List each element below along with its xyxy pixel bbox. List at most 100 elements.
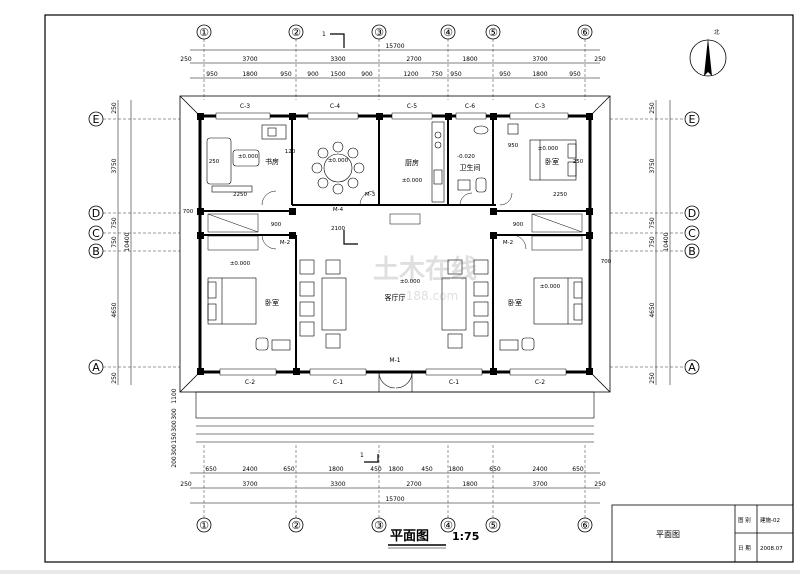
- axis-labels-top: ① ② ③ ④ ⑤ ⑥: [199, 26, 590, 39]
- window-label: C-1: [449, 379, 459, 386]
- dim-text: 2100: [331, 226, 345, 232]
- dim-text: 2400: [242, 466, 257, 473]
- level-mark: ±0.000: [400, 279, 421, 285]
- door-label: M-3: [365, 192, 376, 198]
- axis-lines: [103, 39, 685, 518]
- dim-text: 1800: [462, 56, 477, 63]
- dim-text: 950: [280, 71, 292, 78]
- dim-text: 250: [180, 56, 192, 63]
- axis-label: A: [688, 361, 696, 374]
- window-labels-bottom: C-2 C-1 C-1 C-2: [245, 379, 545, 386]
- dim-text: 200: [171, 456, 178, 468]
- dim-text: 450: [370, 466, 382, 473]
- section-marks: [330, 33, 379, 463]
- dim-text: 1800: [462, 481, 477, 488]
- section-label: 1: [360, 452, 364, 459]
- dim-text: 10400: [663, 232, 670, 251]
- window-label: C-3: [240, 103, 250, 110]
- corridor-cabinets: [207, 213, 583, 251]
- dim-text: 2250: [233, 192, 247, 198]
- window-label: C-1: [333, 379, 343, 386]
- dim-text: 250: [111, 102, 118, 114]
- dim-text: 250: [573, 159, 584, 165]
- axis-labels-bottom: ① ② ③ ④ ⑤ ⑥: [199, 519, 590, 532]
- dim-text: 1500: [330, 71, 345, 78]
- dim-text: 300: [171, 420, 178, 432]
- room-name: 卧室: [545, 157, 559, 166]
- axis-label: ②: [291, 519, 301, 532]
- dim-text: 3700: [532, 56, 547, 63]
- title-block-value: 建施-02: [760, 516, 780, 524]
- axis-label: ④: [443, 519, 453, 532]
- dining-table: [311, 141, 365, 195]
- dim-text: 3700: [242, 481, 257, 488]
- dim-lines-bottom: [190, 472, 600, 504]
- ne-bedroom-furniture: [507, 123, 577, 181]
- dim-text: 650: [283, 466, 295, 473]
- columns: [197, 113, 593, 375]
- watermark-subtext: co188.com: [392, 289, 458, 303]
- level-mark: ±0.000: [230, 261, 251, 267]
- dim-text: 3700: [242, 56, 257, 63]
- dim-text: 900: [271, 222, 282, 228]
- door-label: M-2: [503, 240, 513, 246]
- axis-label: C: [688, 227, 696, 240]
- dim-text: 1800: [388, 466, 403, 473]
- main-door: [378, 371, 413, 392]
- dim-text: 10400: [124, 232, 131, 251]
- window-label: C-2: [535, 379, 545, 386]
- front-terrace: [195, 391, 595, 443]
- axis-label: E: [93, 113, 100, 126]
- dim-text: 250: [209, 159, 220, 165]
- axis-label: ②: [291, 26, 301, 39]
- axis-label: ⑤: [488, 26, 498, 39]
- dim-text-left-bottom: 1100 300 300 150 300 200: [171, 388, 178, 468]
- title-block-name: 平面图: [656, 530, 680, 539]
- dim-text: 900: [307, 71, 319, 78]
- door-label: M-2: [280, 240, 290, 246]
- kitchen-counter: [431, 121, 445, 203]
- dim-text: 750: [649, 236, 656, 248]
- watermark: 土木在线 co188.com: [373, 255, 477, 303]
- section-label: 1: [322, 31, 326, 38]
- dim-text: 950: [508, 143, 519, 149]
- dim-text: 2250: [553, 192, 567, 198]
- dim-text: 3750: [649, 158, 656, 173]
- misc-dims: 120 2100 700 700 900 900 950: [183, 143, 612, 265]
- axis-label: A: [92, 361, 100, 374]
- dim-text: 4650: [111, 302, 118, 317]
- watermark-text: 土木在线: [373, 255, 477, 285]
- room-name: 卫生间: [460, 163, 481, 172]
- windows-top: [215, 112, 569, 120]
- bathroom-labels: 卫生间 -0.020: [457, 154, 480, 172]
- dim-text: 2700: [406, 481, 421, 488]
- dim-text: 3750: [111, 158, 118, 173]
- dim-text: 750: [111, 236, 118, 248]
- window-label: C-6: [465, 103, 475, 110]
- dim-text: 900: [513, 222, 524, 228]
- dim-text: 950: [206, 71, 218, 78]
- title-block-text: 平面图 图 别 建施-02 日 期 2008.07: [656, 516, 783, 552]
- level-mark: ±0.000: [238, 154, 259, 160]
- dim-text: 15700: [385, 43, 404, 50]
- dim-text-top: 15700 250 3700 3300 2700 1800 3700 250 9…: [180, 43, 606, 78]
- windows-bottom: [219, 368, 567, 376]
- room-name: 卧室: [265, 298, 279, 307]
- title-block-label: 日 期: [738, 545, 751, 552]
- dim-text-right: 250 3750 750 750 4650 250 10400: [649, 102, 670, 384]
- level-mark: ±0.000: [540, 284, 561, 290]
- interior-walls: [200, 116, 590, 372]
- axis-label: B: [688, 245, 696, 258]
- hall-furniture-left: [299, 259, 347, 349]
- dim-text: 1800: [532, 71, 547, 78]
- dim-text: 700: [601, 259, 612, 265]
- dim-text: 250: [649, 372, 656, 384]
- room-name: 书房: [265, 157, 279, 166]
- se-bedroom-labels: 卧室 ±0.000: [508, 284, 561, 307]
- dim-text: 3300: [330, 56, 345, 63]
- axis-label: ①: [199, 519, 209, 532]
- interior-door-swings: [261, 190, 527, 250]
